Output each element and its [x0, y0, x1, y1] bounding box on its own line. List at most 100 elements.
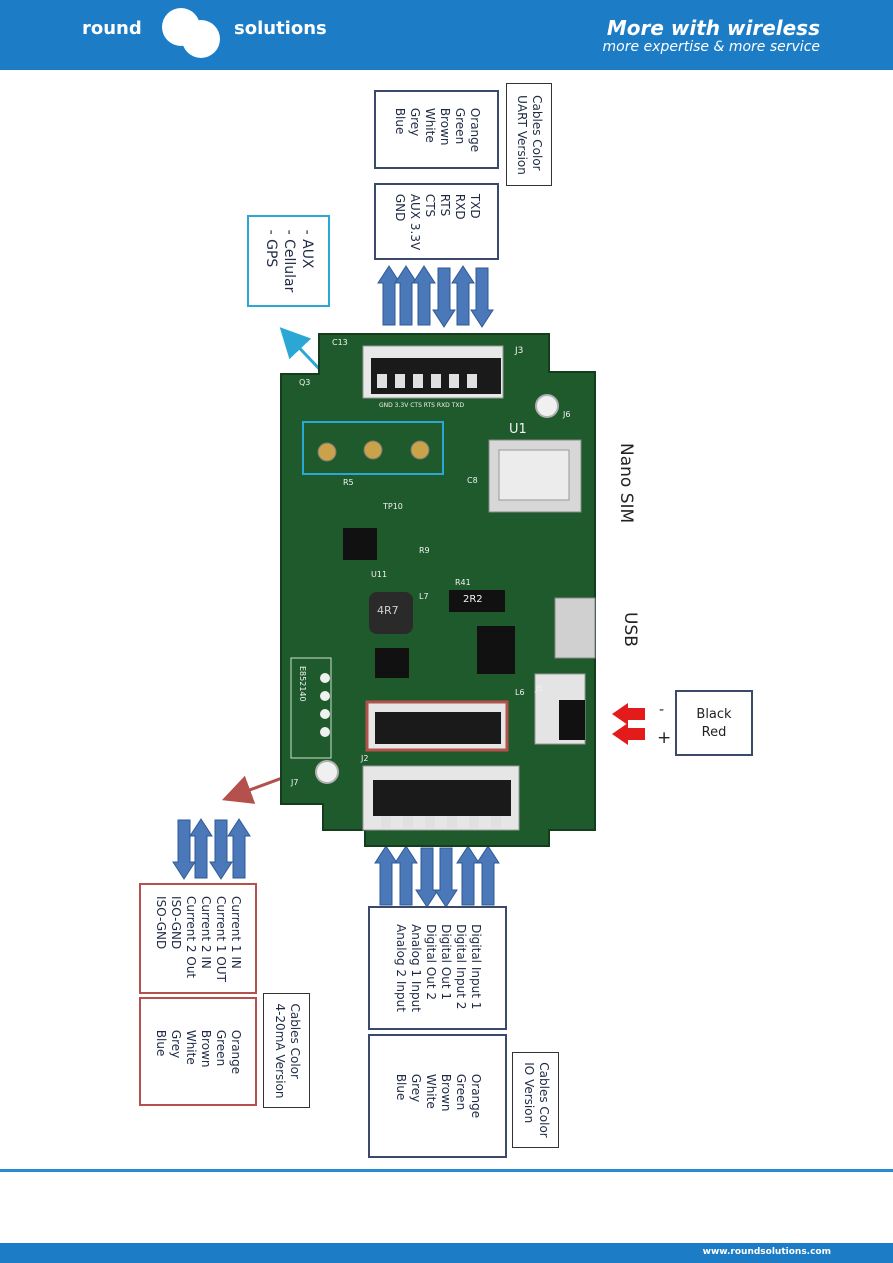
uart-caption-line-1: Cables Color	[530, 94, 544, 171]
current-signal-4: Current 2 Out	[184, 895, 198, 978]
silk-j7: J7	[291, 778, 299, 787]
silk-j3: J3	[515, 346, 524, 356]
io-signal-6: Analog 2 Input	[393, 924, 408, 1012]
io-caption-line-2: IO Version	[521, 1062, 536, 1124]
power-arrow-minus	[612, 703, 645, 725]
uart-arrow-3	[412, 265, 436, 326]
uart-signal-6: GND	[392, 193, 407, 221]
io-signal-5: Analog 1 Input	[408, 924, 423, 1012]
io-signal-2: Digital Input 2	[453, 924, 468, 1010]
uart-caption-box: Cables Color UART Version	[506, 83, 552, 186]
current-caption-line-1: Cables Color	[287, 1002, 302, 1079]
current-signal-3: Current 2 IN	[199, 895, 213, 969]
current-color-5: Grey	[169, 1029, 183, 1058]
silk-tp10: TP10	[383, 502, 403, 511]
footer-bar: www.roundsolutions.com	[0, 1243, 893, 1263]
silk-r5: R5	[343, 478, 354, 487]
io-arrow-group	[374, 845, 500, 908]
io-arrow-5	[456, 845, 480, 906]
silk-u1: U1	[509, 422, 527, 437]
power-wire-red: Red	[701, 725, 727, 740]
uart-color-4: White	[422, 107, 437, 143]
silk-l7: L7	[419, 592, 429, 601]
antenna-cellular: - Cellular	[280, 229, 297, 293]
uart-signal-1: TXD	[467, 193, 482, 219]
uart-signals-box: TXD RXD RTS CTS AUX 3.3V GND	[374, 183, 499, 260]
io-arrow-3	[415, 847, 439, 908]
io-signal-3: Digital Out 1	[438, 924, 453, 1001]
current-arrow-1	[172, 819, 196, 880]
brand-solutions-text: solutions	[234, 18, 327, 39]
silk-module-id: E852140	[298, 666, 307, 702]
uart-signal-5: AUX 3.3V	[407, 193, 422, 250]
nano-sim-label: Nano SIM	[616, 443, 636, 524]
current-color-4: White	[184, 1029, 198, 1065]
current-signal-2: Current 1 OUT	[214, 895, 228, 982]
antenna-aux: - AUX	[298, 229, 315, 269]
current-color-3: Brown	[199, 1029, 213, 1067]
brand-round-text: round	[82, 18, 142, 39]
uart-color-2: Green	[452, 107, 467, 144]
io-arrow-2	[394, 845, 418, 906]
antenna-gps: - GPS	[262, 229, 279, 268]
io-color-1: Orange	[468, 1073, 483, 1119]
current-caption-line-2: 4-20mA Version	[272, 1002, 287, 1099]
header-banner: round solutions More with wireless more …	[0, 0, 893, 70]
io-color-4: White	[423, 1073, 438, 1109]
silk-j5: J5	[535, 684, 543, 693]
silk-resistor-2r2: 2R2	[463, 594, 483, 605]
uart-colors-box: Orange Green Brown White Grey Blue	[374, 90, 499, 169]
io-arrow-4	[434, 847, 458, 908]
uart-arrow-group	[377, 265, 494, 328]
silk-j3-pins: GND 3.3V CTS RTS RXD TXD	[379, 402, 465, 409]
uart-signal-3: RTS	[437, 193, 452, 216]
sub-tagline: more expertise & more service	[602, 39, 820, 55]
current-color-1: Orange	[229, 1029, 243, 1074]
tagline: More with wireless	[606, 16, 820, 40]
io-color-2: Green	[453, 1073, 468, 1111]
footer-divider	[0, 1169, 893, 1172]
uart-color-1: Orange	[467, 107, 482, 152]
silk-r9: R9	[419, 546, 430, 555]
power-arrow-plus	[612, 723, 645, 745]
current-colors-box: Orange Green Brown White Grey Blue	[139, 997, 257, 1106]
current-arrow-4	[227, 818, 251, 879]
silk-inductor-4r7: 4R7	[377, 604, 399, 617]
pcb-svg	[280, 333, 596, 847]
uart-signal-4: CTS	[422, 193, 437, 217]
silk-u11: U11	[371, 570, 388, 579]
io-arrow-6	[476, 845, 500, 906]
current-color-6: Blue	[154, 1029, 168, 1056]
uart-color-3: Brown	[437, 107, 452, 145]
silk-c13: C13	[332, 338, 348, 347]
usb-label: USB	[620, 612, 640, 647]
silk-j2: J2	[361, 754, 369, 763]
current-signals-box: Current 1 IN Current 1 OUT Current 2 IN …	[139, 883, 257, 994]
uart-arrow-4	[432, 267, 456, 328]
power-wire-black: Black	[696, 707, 732, 722]
current-signal-5: ISO-GND	[169, 895, 183, 949]
io-signals-box: Digital Input 1 Digital Input 2 Digital …	[368, 906, 507, 1030]
current-color-2: Green	[214, 1029, 228, 1066]
uart-caption-line-2: UART Version	[515, 94, 529, 175]
io-signal-4: Digital Out 2	[423, 924, 438, 1001]
io-arrow-1	[374, 845, 398, 906]
uart-color-5: Grey	[407, 107, 422, 136]
current-arrow-group	[172, 818, 251, 880]
silk-l6: L6	[515, 688, 525, 697]
footer-url-text: www.roundsolutions.com	[702, 1247, 831, 1257]
pcb-board: C13 J3 GND 3.3V CTS RTS RXD TXD Q3 J6 U1…	[277, 330, 607, 854]
silk-c8: C8	[467, 476, 478, 485]
io-color-6: Blue	[393, 1073, 408, 1101]
silk-r41: R41	[455, 578, 471, 587]
plus-sign: +	[657, 728, 672, 748]
io-signal-1: Digital Input 1	[468, 924, 483, 1010]
current-caption-box: Cables Color 4-20mA Version	[263, 993, 310, 1108]
power-wires-box: Black Red	[675, 690, 753, 756]
io-caption-box: Cables Color IO Version	[512, 1052, 559, 1148]
current-signal-6: ISO-GND	[154, 895, 168, 949]
io-color-3: Brown	[438, 1073, 453, 1112]
uart-arrow-2	[394, 265, 418, 326]
silk-q3: Q3	[299, 378, 311, 387]
uart-arrow-5	[451, 265, 475, 326]
